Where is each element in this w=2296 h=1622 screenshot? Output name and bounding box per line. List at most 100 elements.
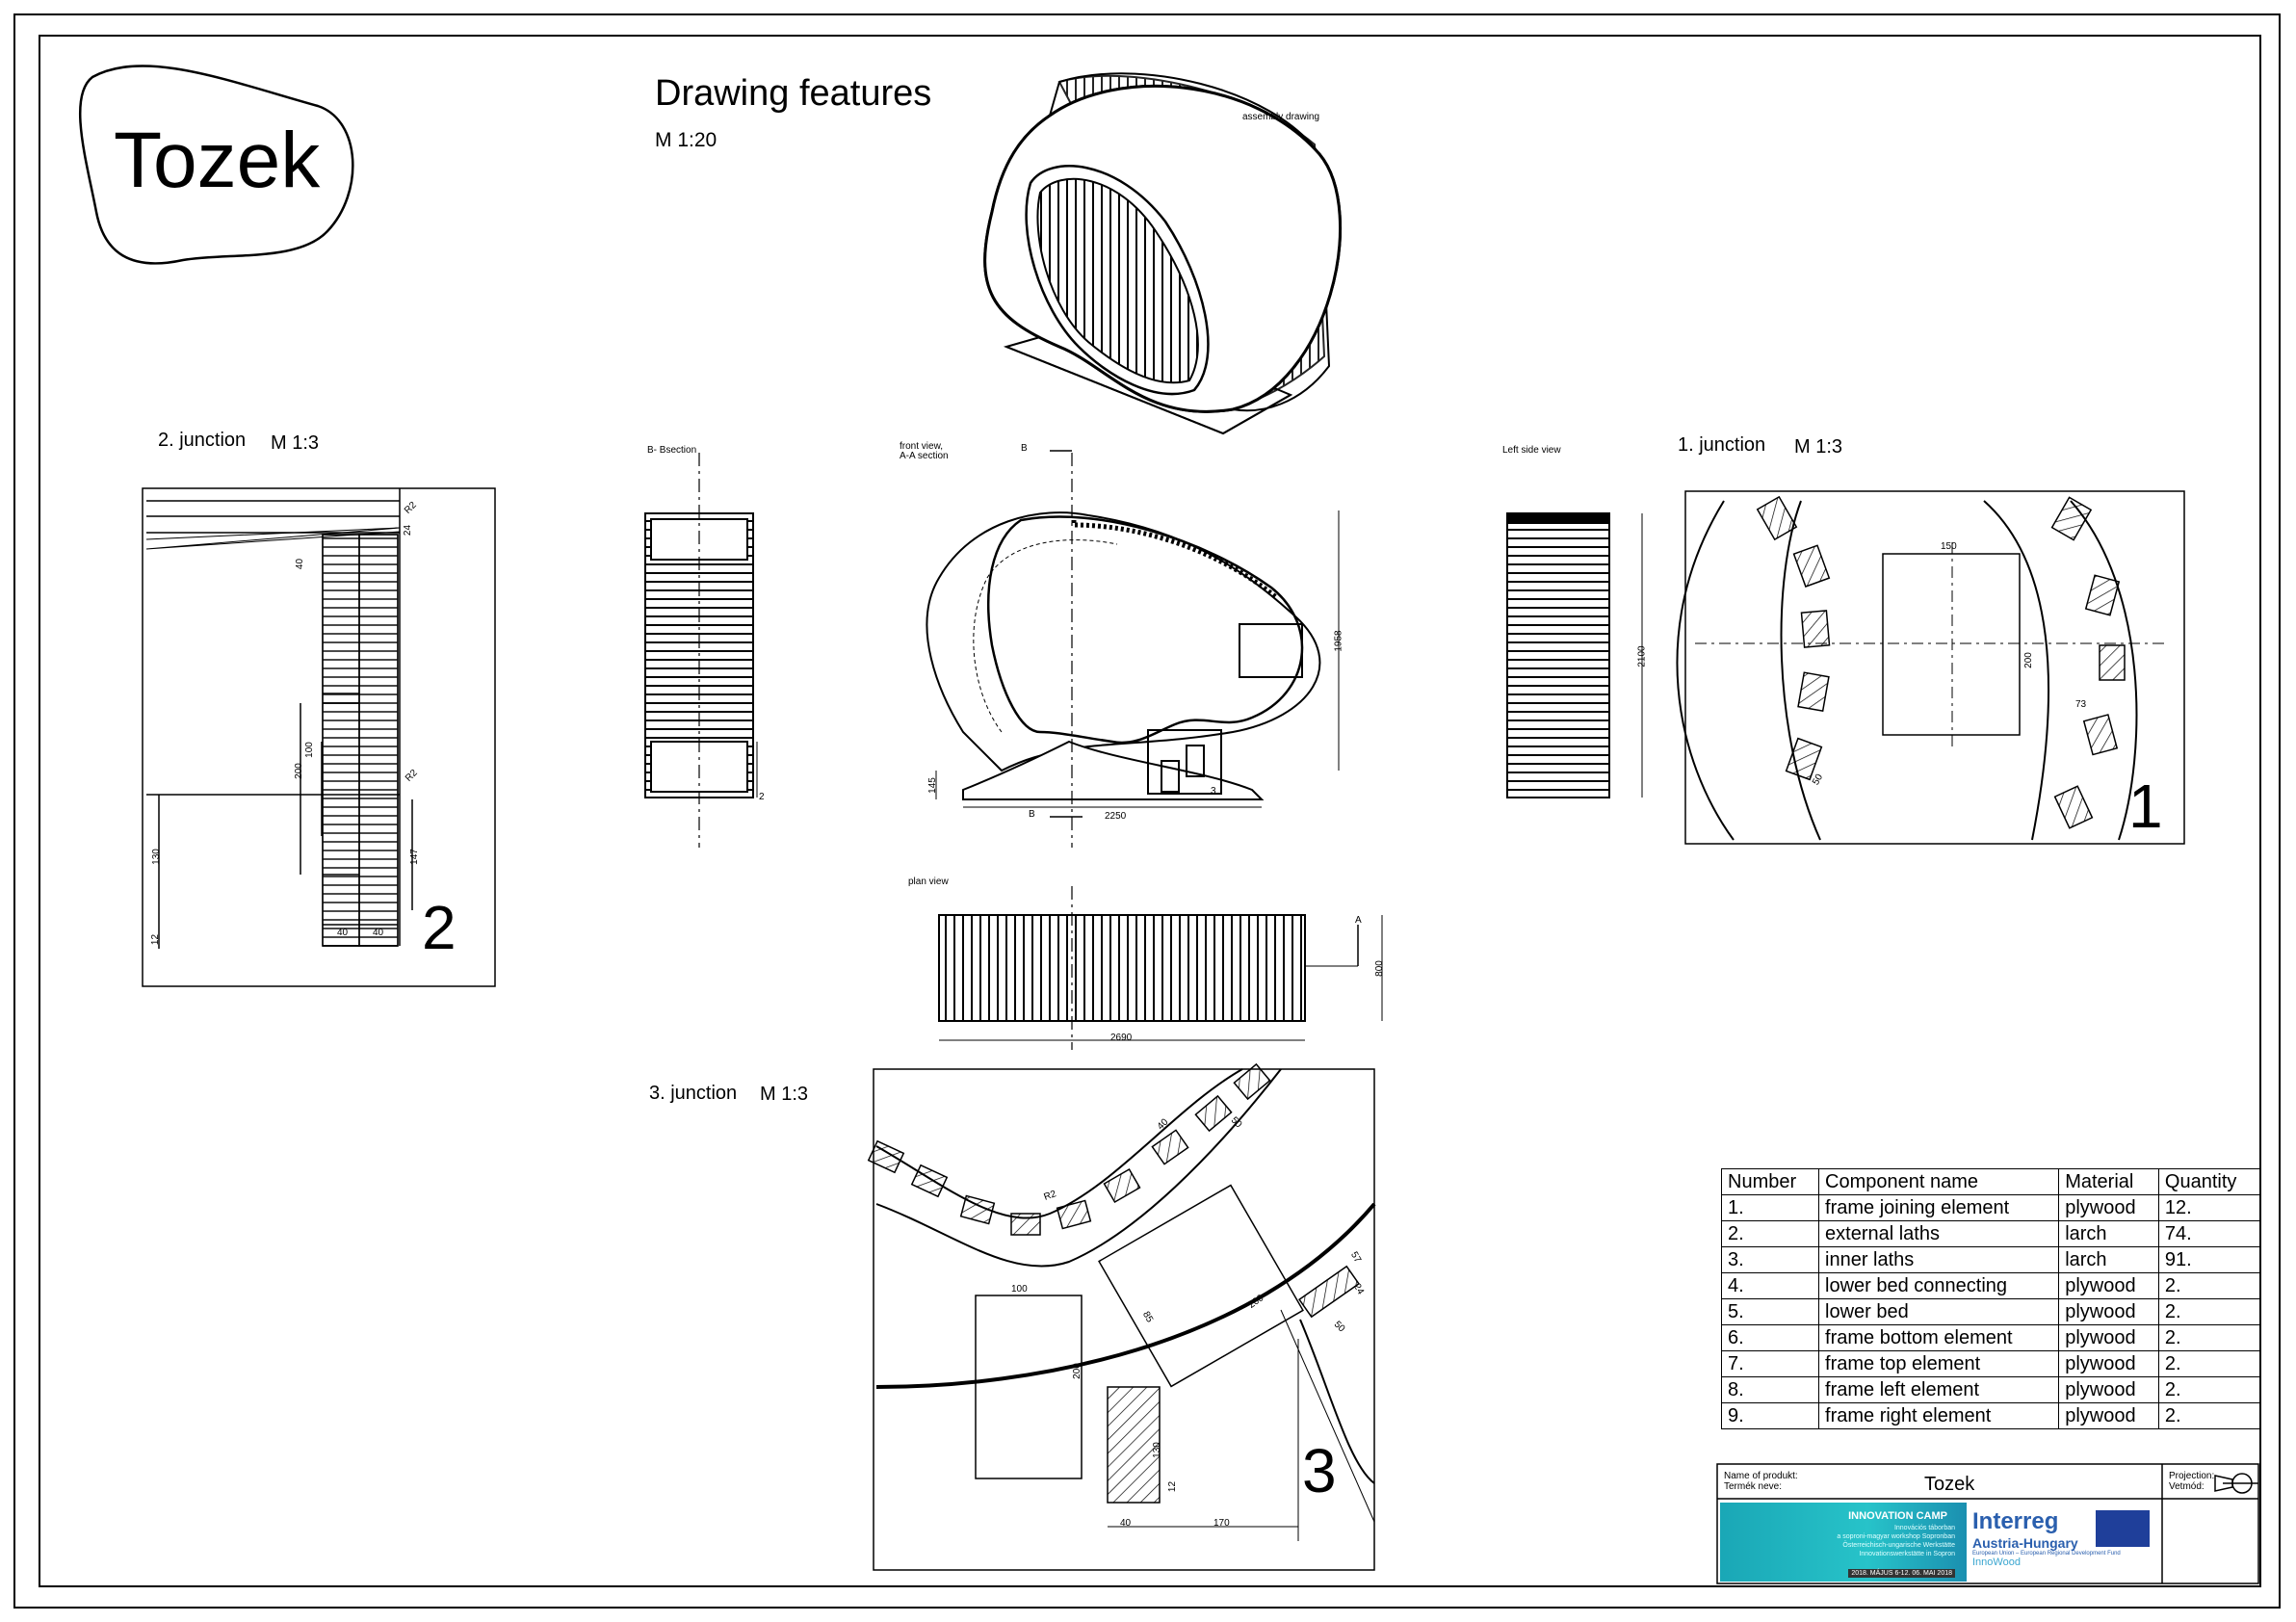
section-marker-b-top: B	[1021, 443, 1028, 454]
junction-2-number: 2	[422, 893, 457, 962]
section-marker-b-bottom: B	[1029, 809, 1035, 820]
bom-number: 8.	[1720, 1376, 1820, 1403]
bill-of-materials-table: Number Component name Material Quantity …	[1720, 1168, 2261, 1429]
junction-2-scale: M 1:3	[271, 432, 320, 454]
interreg-logo: Interreg Austria-Hungary European Union …	[1972, 1508, 2146, 1580]
bom-material: larch	[2058, 1220, 2159, 1247]
camp-subtitle: Innovációs táborban a soproni-magyar wor…	[1837, 1525, 1955, 1557]
interreg-brand: Interreg	[1972, 1508, 2059, 1534]
bom-number: 7.	[1720, 1350, 1820, 1377]
dimension-label: 150	[1941, 541, 1957, 552]
bom-number: 4.	[1720, 1272, 1820, 1299]
dimension-label: 40	[337, 928, 349, 938]
dimension-label: 200	[293, 763, 304, 779]
bom-quantity: 2.	[2157, 1402, 2261, 1429]
bom-material: plywood	[2058, 1194, 2159, 1221]
dimension-label: 2690	[1110, 1033, 1133, 1043]
bom-header-quantity: Quantity	[2157, 1168, 2261, 1195]
left-side-view-label: Left side view	[1502, 445, 1561, 456]
junction-2-label: 2. junction	[158, 430, 247, 451]
bom-quantity: 2.	[2157, 1298, 2261, 1325]
dimension-label: 24	[403, 524, 414, 536]
product-name-label-hu: Termék neve:	[1724, 1481, 1783, 1492]
bom-component: lower bed	[1818, 1298, 2060, 1325]
bom-material: plywood	[2058, 1272, 2159, 1299]
bom-component: frame right element	[1818, 1402, 2060, 1429]
bom-number: 9.	[1720, 1402, 1820, 1429]
front-view-label-1: front view,	[900, 441, 944, 452]
junction-1-label: 1. junction	[1678, 434, 1766, 456]
bom-header-material: Material	[2058, 1168, 2159, 1195]
assembly-drawing	[983, 72, 1343, 435]
bom-number: 2.	[1720, 1220, 1820, 1247]
front-view-label-2: A-A section	[900, 451, 949, 461]
bom-component: lower bed connecting	[1818, 1272, 2060, 1299]
bom-quantity: 2.	[2157, 1272, 2261, 1299]
dimension-label: 147	[408, 849, 420, 865]
b-section-label: B- Bsection	[647, 445, 697, 456]
dimension-label: 200	[2022, 652, 2034, 668]
product-name: Tozek	[1924, 1474, 1975, 1495]
camp-title: INNOVATION CAMP	[1848, 1510, 1947, 1522]
junction-3-scale: M 1:3	[760, 1084, 809, 1105]
page-scale: M 1:20	[655, 129, 718, 151]
bom-header-component: Component name	[1818, 1168, 2060, 1195]
dimension-label: 170	[1213, 1518, 1230, 1529]
dimension-label: 2250	[1105, 811, 1127, 822]
dimension-label: 100	[1011, 1284, 1028, 1295]
bom-component: frame bottom element	[1818, 1324, 2060, 1351]
dimension-label: 40	[1120, 1518, 1132, 1529]
assembly-label: assembly drawing	[1242, 112, 1320, 122]
bom-header-number: Number	[1720, 1168, 1820, 1195]
dimension-label: 130	[1151, 1442, 1162, 1458]
dimension-label: 145	[926, 777, 938, 794]
camp-date: 2018. MÁJUS 6-12. 06. MAI 2018	[1848, 1569, 1955, 1578]
dimension-label: 3	[1211, 786, 1216, 797]
bom-quantity: 2.	[2157, 1376, 2261, 1403]
left-side-view-drawing	[1506, 512, 1643, 798]
dimension-label: 800	[1373, 960, 1385, 977]
front-view-drawing	[926, 450, 1340, 848]
dimension-label: 2	[759, 792, 765, 802]
junction-1-number: 1	[2128, 772, 2163, 841]
junction-2-drawing	[142, 487, 496, 987]
interreg-fund: European Union – European Regional Devel…	[1972, 1551, 2121, 1557]
page-title: Drawing features	[655, 73, 932, 114]
innovation-camp-banner: INNOVATION CAMP Innovációs táborban a so…	[1720, 1503, 1967, 1582]
title-block-frame	[1716, 1463, 2259, 1584]
plan-view-drawing	[938, 886, 1383, 1050]
dimension-label: 12	[1167, 1480, 1179, 1493]
bom-number: 3.	[1720, 1246, 1820, 1273]
bom-material: larch	[2058, 1246, 2159, 1273]
dimension-label: 40	[373, 928, 384, 938]
b-section-drawing	[644, 453, 758, 848]
dimension-label: 73	[2075, 699, 2087, 710]
bom-quantity: 74.	[2157, 1220, 2261, 1247]
bom-quantity: 91.	[2157, 1246, 2261, 1273]
sheet-inner-border	[39, 35, 2261, 1587]
dimension-label: 100	[303, 742, 315, 758]
plan-view-label: plan view	[908, 876, 949, 887]
bom-component: inner laths	[1818, 1246, 2060, 1273]
bom-number: 1.	[1720, 1194, 1820, 1221]
innowood-label: InnoWood	[1972, 1557, 2021, 1568]
dimension-label: 12	[150, 933, 162, 946]
interreg-region: Austria-Hungary	[1972, 1535, 2078, 1551]
sheet-outer-border	[13, 13, 2281, 1609]
bom-quantity: 2.	[2157, 1324, 2261, 1351]
bom-number: 5.	[1720, 1298, 1820, 1325]
dimension-label: 40	[295, 558, 306, 570]
junction-3-drawing	[867, 1062, 1376, 1571]
logo-blob	[78, 65, 354, 265]
bom-material: plywood	[2058, 1324, 2159, 1351]
junction-3-number: 3	[1302, 1436, 1337, 1505]
bom-material: plywood	[2058, 1402, 2159, 1429]
dimension-label: 2100	[1636, 645, 1648, 667]
bom-number: 6.	[1720, 1324, 1820, 1351]
